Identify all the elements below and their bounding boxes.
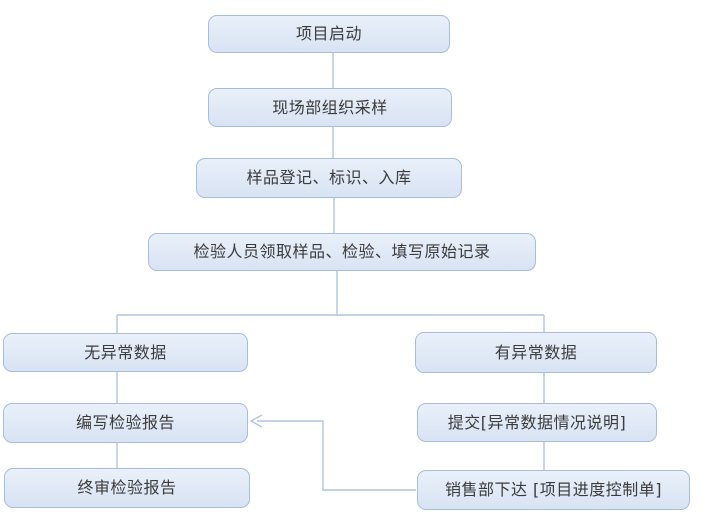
node-final-review-label: 终审检验报告 bbox=[77, 478, 177, 497]
node-no-abnormal-label: 无异常数据 bbox=[84, 342, 167, 362]
node-sample-register-label: 样品登记、标识、入库 bbox=[246, 168, 412, 187]
node-field-sampling-label: 现场部组织采样 bbox=[272, 97, 388, 117]
node-abnormal: 有异常数据 bbox=[415, 332, 657, 373]
node-sample-register: 样品登记、标识、入库 bbox=[196, 158, 462, 198]
node-abnormal-label: 有异常数据 bbox=[494, 342, 578, 362]
node-project-start: 项目启动 bbox=[208, 15, 450, 53]
node-write-report: 编写检验报告 bbox=[3, 403, 248, 443]
feedback-line-sales-to-write bbox=[257, 420, 416, 491]
node-final-review: 终审检验报告 bbox=[4, 468, 250, 508]
node-write-report-label: 编写检验报告 bbox=[75, 413, 175, 432]
node-project-start-label: 项目启动 bbox=[295, 24, 362, 43]
node-submit-note-label: 提交[异常数据情况说明] bbox=[447, 412, 627, 432]
node-no-abnormal: 无异常数据 bbox=[3, 333, 248, 372]
node-inspection: 检验人员领取样品、检验、填写原始记录 bbox=[148, 233, 536, 271]
feedback-arrowhead-icon bbox=[249, 414, 263, 428]
node-field-sampling: 现场部组织采样 bbox=[208, 88, 452, 127]
node-sales-control-label: 销售部下达 [项目进度控制单] bbox=[444, 480, 663, 499]
node-submit-note: 提交[异常数据情况说明] bbox=[417, 403, 657, 442]
node-sales-control: 销售部下达 [项目进度控制单] bbox=[417, 470, 690, 510]
node-inspection-label: 检验人员领取样品、检验、填写原始记录 bbox=[193, 242, 491, 261]
